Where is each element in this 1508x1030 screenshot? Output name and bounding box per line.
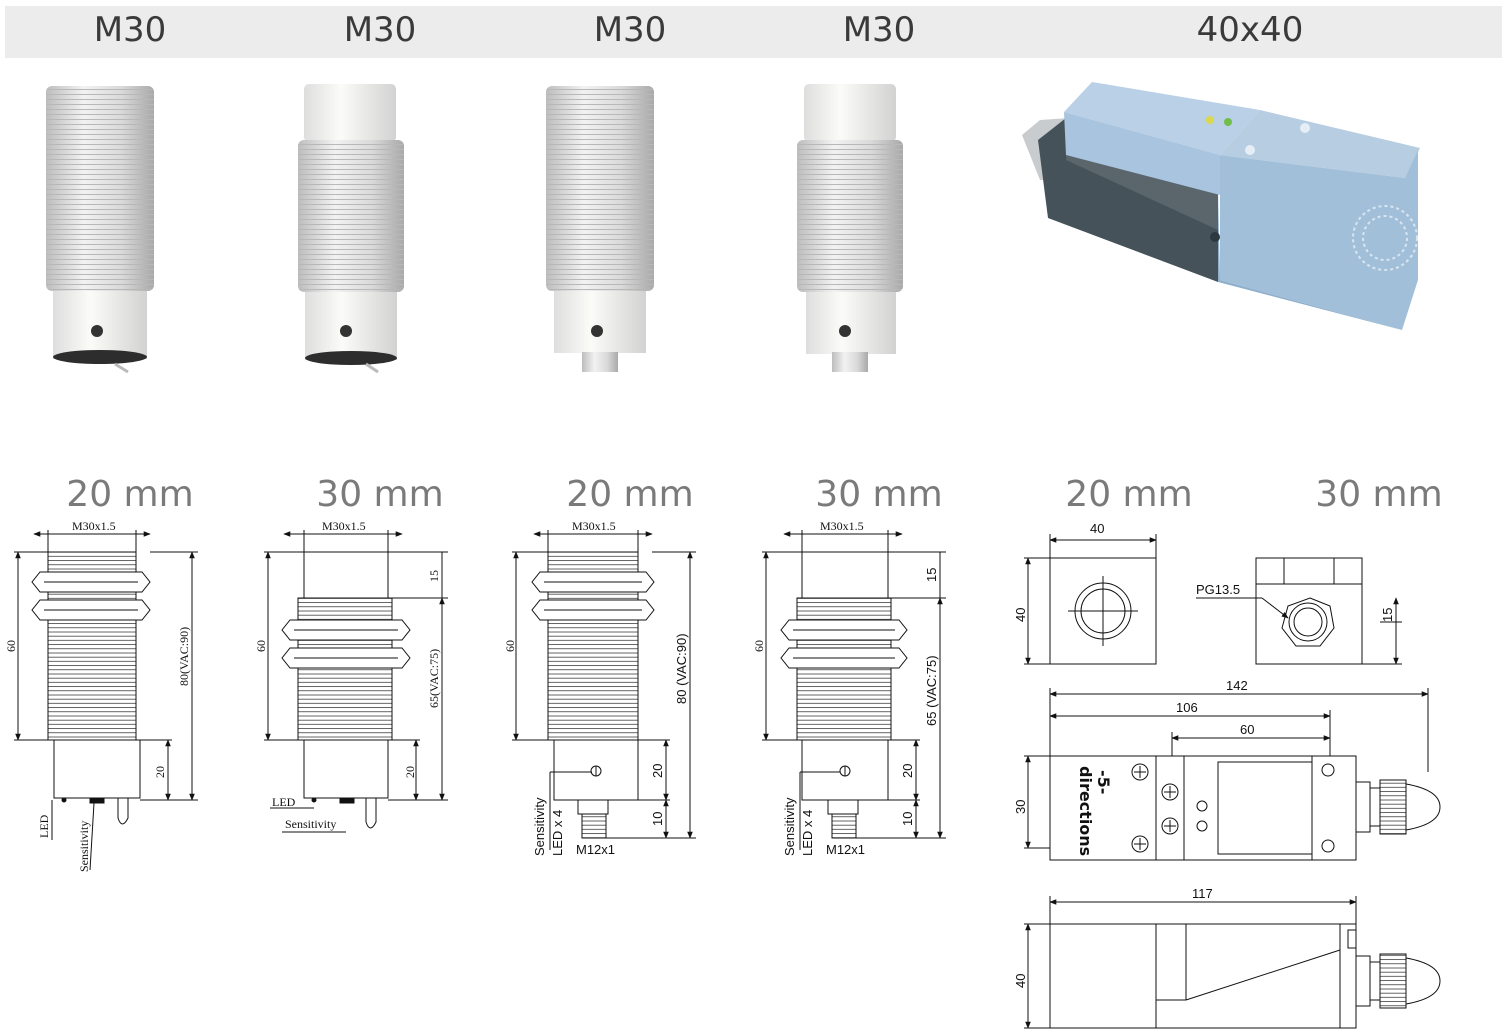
d3-tail-len: 20 [650, 764, 665, 778]
range-label-1: 20 mm [66, 474, 194, 515]
pg-label: PG13.5 [1196, 582, 1240, 597]
header-label-2: M30 [343, 10, 417, 50]
sensor-photo-4 [797, 84, 903, 372]
d2-head-len: 15 [427, 570, 441, 582]
sensor-photo-3 [546, 86, 654, 372]
range-label-4: 30 mm [815, 474, 943, 515]
block-sensor-photo [1022, 82, 1420, 330]
d4-sens-label: Sensitivity [782, 797, 797, 856]
d3-plug-label: M12x1 [576, 842, 615, 857]
drawing-2 [264, 530, 448, 833]
length-60: 60 [1240, 722, 1254, 737]
sensor-photo-1 [46, 86, 154, 374]
d2-total-len: 65(VAC:75) [427, 649, 441, 708]
d3-led-label: LED x 4 [550, 810, 565, 856]
d1-tail-len: 20 [153, 766, 167, 778]
header-label-1: M30 [93, 10, 167, 50]
d1-thread-label: M30x1.5 [72, 519, 116, 533]
bottom-height-40: 40 [1013, 974, 1028, 988]
d4-head-len: 15 [924, 568, 939, 582]
square-top-view [1024, 688, 1441, 861]
d3-thread-len: 60 [503, 640, 517, 652]
d1-sens-label: Sensitivity [77, 821, 91, 872]
d2-sens-label: Sensitivity [285, 817, 336, 831]
d4-thread-label: M30x1.5 [820, 519, 864, 533]
range-label-6: 30 mm [1315, 474, 1443, 515]
header-label-5: 40x40 [1196, 10, 1304, 50]
drawing-3 [512, 530, 696, 850]
length-142: 142 [1226, 678, 1248, 693]
d2-thread-label: M30x1.5 [322, 519, 366, 533]
length-106: 106 [1176, 700, 1198, 715]
header-label-4: M30 [842, 10, 916, 50]
d2-tail-len: 20 [403, 766, 417, 778]
header-label-3: M30 [593, 10, 667, 50]
range-label-5: 20 mm [1065, 474, 1193, 515]
d4-led-label: LED x 4 [800, 810, 815, 856]
sensor-photo-2 [298, 84, 404, 374]
d4-conn-len: 10 [900, 812, 915, 826]
d1-thread-len: 60 [4, 640, 18, 652]
d4-tail-len: 20 [900, 764, 915, 778]
square-width: 40 [1090, 521, 1104, 536]
d3-total-len: 80 (VAC:90) [674, 633, 689, 704]
side-height-30: 30 [1013, 800, 1028, 814]
d1-total-len: 80(VAC:90) [177, 627, 191, 686]
square-back-view [1196, 557, 1402, 665]
d4-thread-len: 60 [752, 640, 766, 652]
brand-top-logo: -5- [1094, 770, 1113, 794]
square-side-view [1024, 896, 1441, 1029]
d4-total-len: 65 (VAC:75) [924, 655, 939, 726]
header-bar [5, 6, 1502, 58]
d3-conn-len: 10 [650, 812, 665, 826]
drawing-4 [762, 530, 946, 850]
d2-led-label: LED [272, 795, 296, 809]
d3-sens-label: Sensitivity [532, 797, 547, 856]
brand-bottom-logo: directions [1076, 766, 1095, 856]
d3-thread-label: M30x1.5 [572, 519, 616, 533]
square-front-view [1024, 534, 1157, 665]
square-height: 40 [1013, 608, 1028, 622]
d4-plug-label: M12x1 [826, 842, 865, 857]
range-label-3: 20 mm [566, 474, 694, 515]
range-label-2: 30 mm [316, 474, 444, 515]
d2-thread-len: 60 [254, 640, 268, 652]
d1-led-label: LED [37, 814, 51, 838]
drawing-1 [14, 530, 198, 871]
pg-height: 15 [1380, 608, 1395, 622]
bottom-length-117: 117 [1192, 886, 1213, 901]
